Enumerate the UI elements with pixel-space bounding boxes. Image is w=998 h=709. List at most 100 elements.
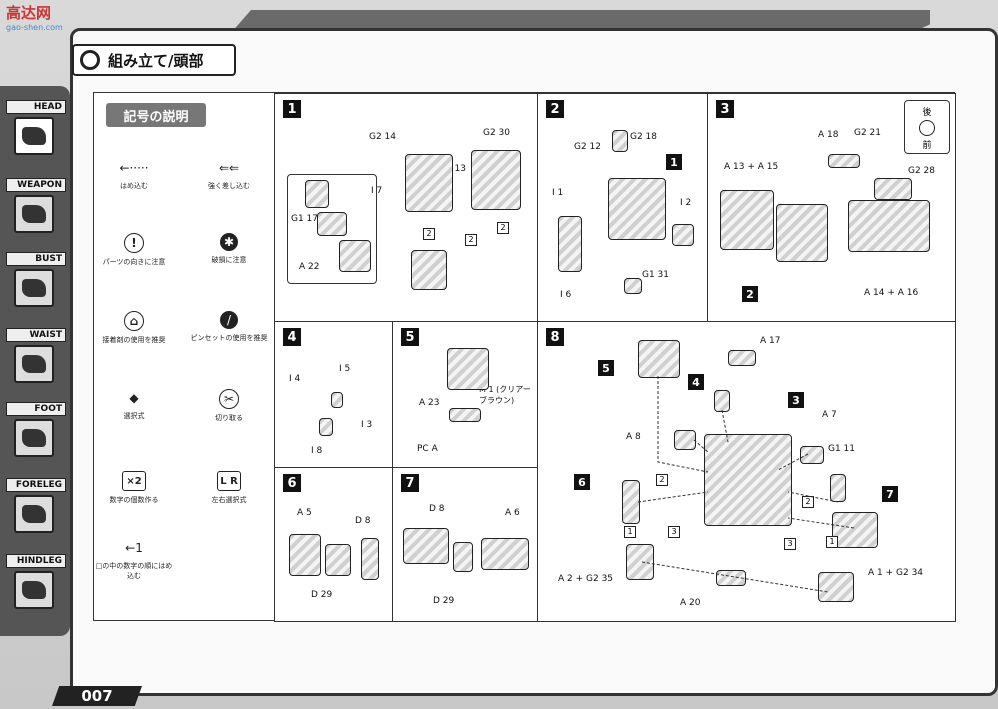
foot-icon bbox=[14, 419, 54, 457]
part bbox=[720, 190, 774, 250]
gear-icon bbox=[80, 50, 100, 70]
foreleg-icon bbox=[14, 495, 54, 533]
part bbox=[828, 154, 860, 168]
part bbox=[319, 418, 333, 436]
legend-item: ⇐⇐強く差し込む bbox=[208, 161, 250, 190]
legend-item: ⌂接着剤の使用を推奨 bbox=[94, 311, 174, 345]
part bbox=[624, 278, 642, 294]
part bbox=[403, 528, 449, 564]
nav-item-head[interactable]: HEAD bbox=[6, 100, 66, 160]
step-number: 8 bbox=[546, 328, 564, 346]
nav-item-bust[interactable]: BUST bbox=[6, 252, 66, 312]
step-number: 3 bbox=[716, 100, 734, 118]
legend-item: ◆選択式 bbox=[123, 391, 145, 420]
step-number: 7 bbox=[401, 474, 419, 492]
part bbox=[361, 538, 379, 580]
breakage-icon: ✱ bbox=[220, 233, 238, 251]
order-arrow-icon: ←1 bbox=[125, 541, 143, 555]
nav-item-waist[interactable]: WAIST bbox=[6, 328, 66, 388]
step-number: 4 bbox=[283, 328, 301, 346]
cut-icon: ✂ bbox=[219, 389, 239, 409]
step-6-panel: 6 A 5 D 8 D 29 bbox=[274, 467, 394, 622]
step-8-panel: 8 A 17 A 8 A 7 G1 11 A 2 + G2 35 A 20 A … bbox=[537, 321, 956, 622]
legend-item: /ピンセットの使用を推奨 bbox=[190, 311, 268, 342]
caution-icon: ! bbox=[124, 233, 144, 253]
legend-item: ←1□の中の数字の順にはめ込む bbox=[95, 541, 173, 580]
part bbox=[481, 538, 529, 570]
page-number: 007 bbox=[52, 686, 142, 706]
weapon-icon bbox=[14, 195, 54, 233]
step-number: 6 bbox=[283, 474, 301, 492]
part bbox=[800, 446, 824, 464]
instruction-area: 記号の説明 ←·····はめ込む ⇐⇐強く差し込む !パーツの向きに注意 ✱破損… bbox=[93, 92, 956, 622]
left-right-icon: L R bbox=[217, 471, 241, 491]
part bbox=[453, 542, 473, 572]
part bbox=[411, 250, 447, 290]
section-sidebar: HEAD WEAPON BUST WAIST FOOT FORELEG HIND… bbox=[0, 86, 70, 636]
part bbox=[471, 150, 521, 210]
part bbox=[331, 392, 343, 408]
part bbox=[672, 224, 694, 246]
part bbox=[776, 204, 828, 262]
part bbox=[608, 178, 666, 240]
step-number: 5 bbox=[401, 328, 419, 346]
part bbox=[447, 348, 489, 390]
head-icon bbox=[14, 117, 54, 155]
part bbox=[449, 408, 481, 422]
part bbox=[558, 216, 582, 272]
step-number: 1 bbox=[283, 100, 301, 118]
legend-title: 記号の説明 bbox=[106, 103, 206, 127]
page-title: 組み立て/頭部 bbox=[108, 51, 204, 70]
assembly-guide-lines bbox=[637, 376, 855, 593]
step-1-panel: 1 G2 14 G2 30 G1 13 I 7 G1 17 A 22 2 2 2 bbox=[274, 93, 539, 323]
dashed-arrow-icon: ←····· bbox=[119, 161, 149, 175]
double-arrow-icon: ⇐⇐ bbox=[218, 161, 240, 175]
legend-item: ←·····はめ込む bbox=[119, 161, 149, 190]
part bbox=[325, 544, 351, 576]
part bbox=[638, 340, 680, 378]
tweezers-icon: / bbox=[220, 311, 238, 329]
part bbox=[818, 572, 854, 602]
section-title: 組み立て/頭部 bbox=[72, 44, 236, 76]
choice-icon: ◆ bbox=[129, 391, 139, 405]
nav-item-hindleg[interactable]: HINDLEG bbox=[6, 554, 66, 614]
part bbox=[405, 154, 453, 212]
nav-item-foreleg[interactable]: FORELEG bbox=[6, 478, 66, 538]
step-2-panel: 2 G2 18 G2 12 I 1 I 2 G1 31 I 6 1 bbox=[537, 93, 709, 323]
part bbox=[339, 240, 371, 272]
step-7-panel: 7 D 8 A 6 D 29 bbox=[392, 467, 539, 622]
hindleg-icon bbox=[14, 571, 54, 609]
orientation-inset: 後 前 bbox=[904, 100, 950, 154]
part bbox=[317, 212, 347, 236]
part bbox=[874, 178, 912, 200]
part bbox=[289, 534, 321, 576]
multiply-icon: ×2 bbox=[122, 471, 146, 491]
step-5-panel: 5 M 1 (クリアー ブラウン) A 23 PC A bbox=[392, 321, 539, 469]
part bbox=[626, 544, 654, 580]
part bbox=[674, 430, 696, 450]
part bbox=[704, 434, 792, 526]
detail-inset bbox=[287, 174, 377, 284]
step-3-panel: 3 A 18 G2 21 A 13 + A 15 G2 28 A 14 + A … bbox=[707, 93, 956, 323]
step-4-panel: 4 I 4 I 5 I 3 I 8 bbox=[274, 321, 394, 469]
step-number: 2 bbox=[546, 100, 564, 118]
part bbox=[848, 200, 930, 252]
legend-item: ✱破損に注意 bbox=[211, 233, 247, 264]
part bbox=[305, 180, 329, 208]
bust-icon bbox=[14, 269, 54, 307]
part bbox=[728, 350, 756, 366]
symbol-legend: 記号の説明 ←·····はめ込む ⇐⇐強く差し込む !パーツの向きに注意 ✱破損… bbox=[94, 93, 275, 620]
waist-icon bbox=[14, 345, 54, 383]
glue-icon: ⌂ bbox=[124, 311, 144, 331]
cap-part-icon bbox=[919, 120, 935, 136]
part bbox=[832, 512, 878, 548]
nav-item-foot[interactable]: FOOT bbox=[6, 402, 66, 462]
part bbox=[612, 130, 628, 152]
nav-item-weapon[interactable]: WEAPON bbox=[6, 178, 66, 238]
part bbox=[716, 570, 746, 586]
legend-item: ✂切り取る bbox=[189, 389, 269, 423]
